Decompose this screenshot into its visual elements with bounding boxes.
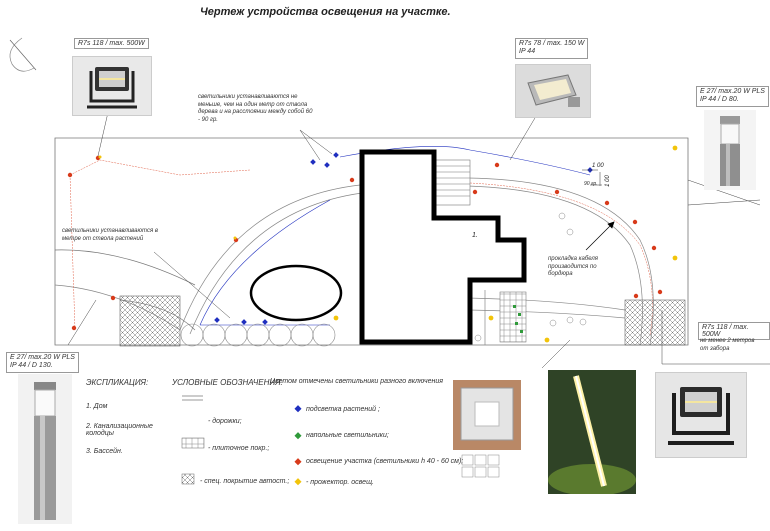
drawing-title: Чертеж устройства освещения на участке. — [200, 6, 451, 18]
bollard-photo-1 — [704, 110, 756, 190]
explication-item-1: 1. Дом — [86, 403, 108, 410]
legend-area: освещение участка (светильники h 40 - 60… — [306, 458, 464, 465]
site-boundary — [54, 137, 689, 346]
floodlight-icon — [87, 67, 137, 109]
legend-floor: напольные светильники; — [306, 432, 389, 439]
garden-light-icon — [548, 370, 636, 494]
projector-icon — [527, 74, 580, 107]
floodlight-icon — [668, 387, 734, 445]
house-label: 1. — [472, 232, 478, 239]
manholes — [474, 212, 587, 342]
legend-heading: УСЛОВНЫЕ ОБОЗНАЧЕНИЯ: — [172, 378, 283, 387]
note-fence: не менее 2 метров от забора — [700, 338, 755, 352]
garden-light-photo — [548, 370, 636, 494]
note-cable: прокладка кабеля производится по бордюра — [548, 256, 598, 277]
compass-icon — [9, 37, 37, 72]
blue-wiring — [199, 146, 591, 326]
spec-left-bottom-line1: E 27/ max.20 W PLS — [10, 354, 75, 361]
explication-item-2: 2. Канализационные колодцы — [86, 423, 153, 437]
spec-center-top-ip: IP 44 — [519, 48, 536, 56]
spec-center-top: R7s 78 / max. 150 W IP 44 — [515, 38, 589, 59]
note-plants: светильники устанавливаются в метре от с… — [62, 228, 158, 242]
note-trees: светильники устанавливаются не меньше, ч… — [198, 94, 313, 123]
yellow-lights — [98, 145, 678, 343]
bollard-icon — [720, 116, 740, 186]
legend-plants: подсветка растений ; — [306, 406, 380, 413]
tile-area — [499, 291, 527, 343]
bollard-photo-2 — [18, 374, 72, 524]
floodlight-photo-1 — [72, 56, 152, 116]
floor-light-photo — [453, 380, 521, 450]
explication-item-3: 3. Бассейн. — [86, 448, 123, 455]
spec-left-bottom: E 27/ max.20 W PLS IP 44 / D 130. — [6, 352, 79, 373]
spec-left-bottom-line2: IP 44 / D 130. — [10, 362, 53, 370]
legend-tiles: - плиточное покр.; — [208, 445, 270, 452]
leader-lines — [67, 94, 770, 369]
dimension-label-angle: 90 гр. — [584, 181, 598, 187]
spec-right-top-line2: IP 44 / D 80. — [700, 96, 739, 104]
symbol-tiles — [461, 454, 500, 478]
legend-special: - спец. покрытие автост.; — [200, 478, 290, 485]
spec-center-top-model: R7s 78 / max. 150 W — [519, 40, 585, 47]
hatched-area-left — [119, 295, 181, 347]
explication-heading: ЭКСПЛИКАЦИЯ: — [86, 378, 149, 387]
spec-right-top: E 27/ max.20 W PLS IP 44 / D 80. — [696, 86, 769, 107]
spec-left-top: R7s 118 / max. 500W — [74, 38, 149, 49]
floodlight-photo-2 — [655, 372, 747, 458]
dimension-label-2: 1 00 — [604, 175, 611, 187]
red-wiring — [69, 159, 653, 336]
shrub-row — [180, 323, 336, 347]
hatched-area-right — [624, 299, 686, 346]
legend-paths: - дорожки; — [208, 418, 242, 425]
projector-photo — [515, 64, 591, 118]
legend-symbols — [181, 395, 302, 486]
house-outline — [359, 149, 527, 345]
green-lights — [513, 305, 523, 333]
pool — [249, 264, 343, 322]
dimension-label-1: 1 00 — [592, 163, 604, 169]
bollard-icon — [34, 382, 56, 520]
spec-right-top-line1: E 27/ max.20 W PLS — [700, 88, 765, 95]
stairs — [433, 159, 471, 206]
legend-subheading: Цветом отмечены светильники разного вклю… — [270, 378, 443, 385]
cable-arrow — [585, 221, 615, 251]
floor-light-icon — [460, 387, 514, 441]
dimension-marks — [582, 169, 602, 186]
legend-projector: - прожектор. освещ. — [306, 479, 374, 486]
